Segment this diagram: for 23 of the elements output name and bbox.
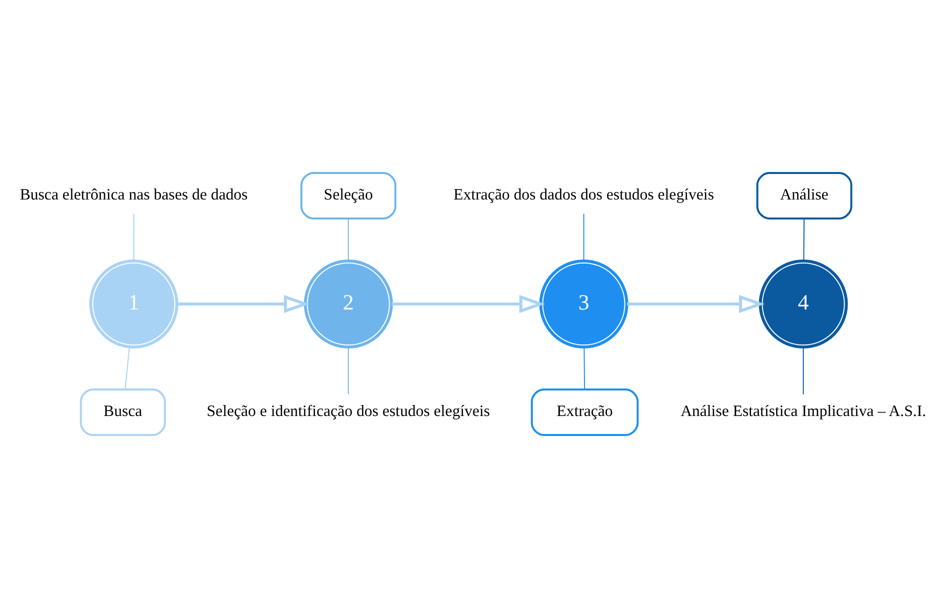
node-text: Busca eletrônica nas bases de dados — [20, 186, 248, 204]
node-box: Seleção — [300, 172, 396, 220]
connector — [803, 218, 805, 262]
arrow — [176, 294, 310, 314]
connector — [124, 346, 130, 390]
arrow — [392, 294, 546, 314]
node-circle: 2 — [304, 260, 393, 348]
node-text: Extração dos dados dos estudos elegíveis — [454, 186, 714, 204]
arrow — [627, 294, 765, 314]
node-box: Extração — [530, 388, 639, 436]
connector — [584, 346, 586, 390]
connector — [802, 346, 804, 395]
connector — [133, 213, 134, 262]
connector — [348, 218, 349, 262]
node-text: Seleção e identificação dos estudos elegíveis — [206, 403, 490, 420]
connector — [348, 346, 349, 395]
node-circle: 4 — [758, 260, 848, 348]
node-circle: 3 — [539, 260, 628, 348]
connector — [583, 213, 584, 262]
node-circle: 1 — [89, 260, 178, 348]
node-box: Análise — [756, 172, 852, 220]
node-text: Análise Estatística Implicativa – A.S.I. — [680, 403, 926, 420]
node-box: Busca — [80, 388, 166, 436]
